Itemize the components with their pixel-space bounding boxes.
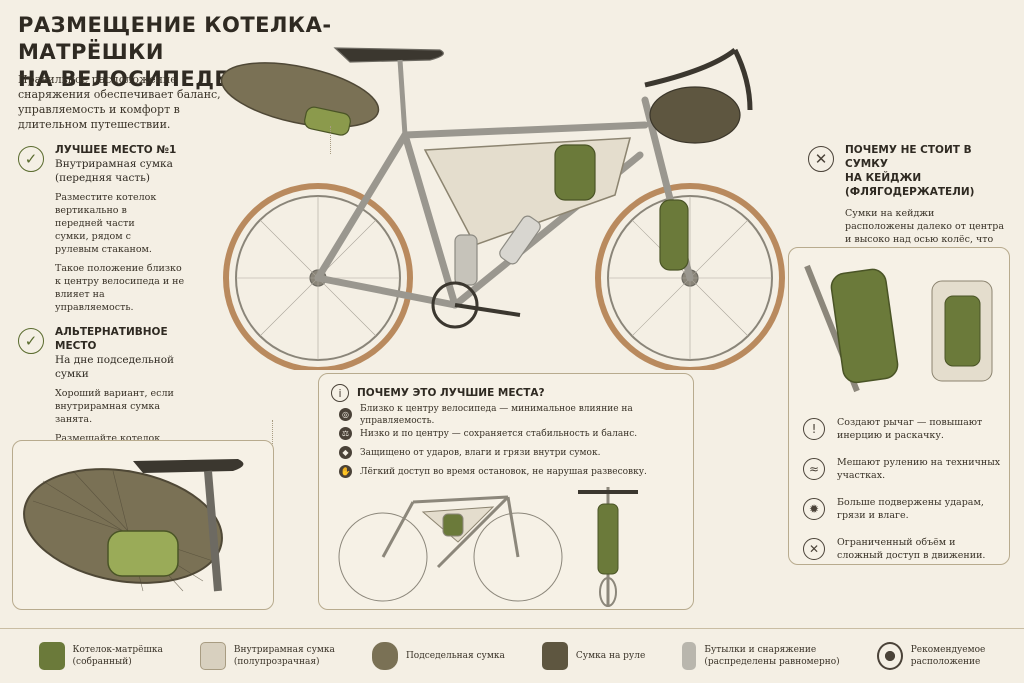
why-item-text: Защищено от ударов, влаги и грязи внутри… bbox=[360, 447, 601, 458]
page-title: РАЗМЕЩЕНИЕ КОТЕЛКА-МАТРЁШКИ НА ВЕЛОСИПЕД… bbox=[18, 12, 378, 93]
fork-con-text: Больше подвержены ударам, грязи и влаге. bbox=[837, 497, 984, 521]
handlebar bbox=[644, 48, 753, 111]
legend-label: Бутылки и снаряжение bbox=[704, 645, 817, 655]
balance-icon: ⚖ bbox=[339, 427, 352, 440]
fork-con-text: Создают рычаг — повышают инерцию и раска… bbox=[837, 417, 983, 441]
legend-sublabel: расположение bbox=[910, 657, 981, 667]
fork-con-item: ! Создают рычаг — повышают инерцию и рас… bbox=[803, 416, 1003, 442]
fork-heading1: ПОЧЕМУ НЕ СТОИТ В СУМКУ bbox=[845, 144, 972, 170]
title-line-1: РАЗМЕЩЕНИЕ КОТЕЛКА-МАТРЁШКИ bbox=[18, 13, 332, 64]
bike-illustration bbox=[220, 47, 785, 370]
cross-icon: ✕ bbox=[803, 538, 825, 560]
why-list: ◎ Близко к центру велосипеда — минимальн… bbox=[339, 403, 689, 481]
legend-sublabel: (собранный) bbox=[72, 657, 132, 667]
fork-con-text: Мешают рулению на техничных участках. bbox=[837, 457, 1001, 481]
recommended-location-icon bbox=[876, 642, 903, 670]
check-icon-best: ✓ bbox=[18, 146, 44, 172]
legend-item-pot: Котелок-матрёшка (собранный) bbox=[38, 642, 163, 670]
handlebar-bag bbox=[649, 86, 741, 144]
hand-icon: ✋ bbox=[339, 465, 352, 478]
fork-cage-panel: ! Создают рычаг — повышают инерцию и рас… bbox=[788, 247, 1010, 565]
why-heading: ПОЧЕМУ ЭТО ЛУЧШИЕ МЕСТА? bbox=[357, 387, 545, 399]
fork-cage-image bbox=[804, 264, 993, 393]
waves-icon: ≈ bbox=[803, 458, 825, 480]
leader-line bbox=[330, 126, 331, 154]
x-icon-fork: ✕ bbox=[808, 146, 834, 172]
best-heading: ЛУЧШЕЕ МЕСТО №1 bbox=[55, 144, 177, 156]
best-sub2: (передняя часть) bbox=[55, 172, 150, 184]
legend-item-bottles: Бутылки и снаряжение (распределены равном… bbox=[682, 642, 840, 670]
pot-frame-bag bbox=[554, 144, 596, 201]
saddle-bag bbox=[220, 62, 380, 128]
why-item: ⚖ Низко и по центру — сохраняется стабил… bbox=[339, 424, 689, 443]
warning-icon: ! bbox=[803, 418, 825, 440]
alt-body1: Хороший вариант, если внутрирамная сумка… bbox=[55, 388, 174, 425]
legend-label: Подседельная сумка bbox=[405, 651, 505, 661]
fork-cage-bag bbox=[659, 199, 689, 271]
saddle-bag-detail-image bbox=[23, 459, 244, 592]
check-icon-alt: ✓ bbox=[18, 328, 44, 354]
bottle-downtube bbox=[499, 215, 541, 265]
legend-item-recommended: Рекомендуемое расположение bbox=[876, 642, 986, 670]
legend-item-frame-bag: Внутрирамная сумка (полупрозрачная) bbox=[199, 642, 335, 670]
fork-con-item: ≈ Мешают рулению на техничных участках. bbox=[803, 456, 1003, 482]
alt-sub: На дне подседельной сумки bbox=[55, 354, 175, 380]
legend-label: Рекомендуемое bbox=[910, 645, 986, 655]
fork-heading2: НА КЕЙДЖИ (ФЛЯГОДЕРЖАТЕЛИ) bbox=[845, 172, 975, 198]
saddle-bag-detail-panel bbox=[12, 440, 274, 610]
legend-sublabel: (распределены равномерно) bbox=[704, 657, 840, 667]
front-tire bbox=[595, 183, 785, 370]
page-subtitle: Правильное расположение снаряжения обесп… bbox=[18, 73, 221, 131]
fork-con-item: ✹ Больше подвержены ударам, грязи и влаг… bbox=[803, 496, 1003, 522]
fork-con-text: Ограниченный объём и сложный доступ в дв… bbox=[837, 537, 986, 561]
legend-item-saddle-bag: Подседельная сумка bbox=[371, 642, 505, 670]
best-sub1: Внутрирамная сумка bbox=[55, 158, 173, 170]
target-icon: ◎ bbox=[339, 408, 352, 421]
legend-label: Котелок-матрёшка bbox=[72, 645, 163, 655]
why-item-text: Низко и по центру — сохраняется стабильн… bbox=[360, 428, 638, 439]
legend-label: Сумка на руле bbox=[575, 651, 646, 661]
bottle-icon bbox=[682, 642, 697, 670]
pot-icon bbox=[38, 642, 65, 670]
fork-con-item: ✕ Ограниченный объём и сложный доступ в … bbox=[803, 536, 1003, 562]
why-item: ✋ Лёгкий доступ во время остановок, не н… bbox=[339, 462, 689, 481]
bottle-seattube bbox=[454, 234, 478, 286]
handlebar-bag-icon bbox=[541, 642, 568, 670]
why-item-text: Близко к центру велосипеда — минимальное… bbox=[360, 403, 633, 426]
info-icon: i bbox=[331, 384, 349, 402]
shield-icon: ◆ bbox=[339, 446, 352, 459]
why-item-text: Лёгкий доступ во время остановок, не нар… bbox=[360, 466, 647, 477]
frame-bag-icon bbox=[199, 642, 226, 670]
saddle bbox=[333, 47, 444, 63]
legend-sublabel: (полупрозрачная) bbox=[233, 657, 320, 667]
best-place-section: ЛУЧШЕЕ МЕСТО №1 Внутрирамная сумка (пере… bbox=[55, 143, 205, 314]
why-header: i ПОЧЕМУ ЭТО ЛУЧШИЕ МЕСТА? bbox=[331, 384, 545, 402]
fork-cons-list: ! Создают рычаг — повышают инерцию и рас… bbox=[803, 416, 1003, 562]
chainring bbox=[431, 281, 479, 329]
why-diagrams bbox=[338, 487, 638, 607]
rear-tire bbox=[223, 183, 413, 370]
why-item: ◆ Защищено от ударов, влаги и грязи внут… bbox=[339, 443, 689, 462]
alt-heading: АЛЬТЕРНАТИВНОЕ МЕСТО bbox=[55, 326, 168, 352]
best-body2: Такое положение близко к центру велосипе… bbox=[55, 263, 185, 313]
saddle-bag-icon bbox=[371, 642, 398, 670]
sun-icon: ✹ bbox=[803, 498, 825, 520]
title-line-2: НА ВЕЛОСИПЕДЕ bbox=[18, 67, 230, 91]
best-body1: Разместите котелок вертикально в передне… bbox=[55, 192, 157, 255]
why-best-panel: i ПОЧЕМУ ЭТО ЛУЧШИЕ МЕСТА? ◎ Близко к це… bbox=[318, 373, 694, 610]
legend: Котелок-матрёшка (собранный) Внутрирамная… bbox=[0, 628, 1024, 683]
legend-label: Внутрирамная сумка bbox=[233, 645, 335, 655]
pot-saddle-bag bbox=[304, 106, 351, 136]
why-item: ◎ Близко к центру велосипеда — минимальн… bbox=[339, 403, 689, 426]
legend-item-handlebar-bag: Сумка на руле bbox=[541, 642, 646, 670]
